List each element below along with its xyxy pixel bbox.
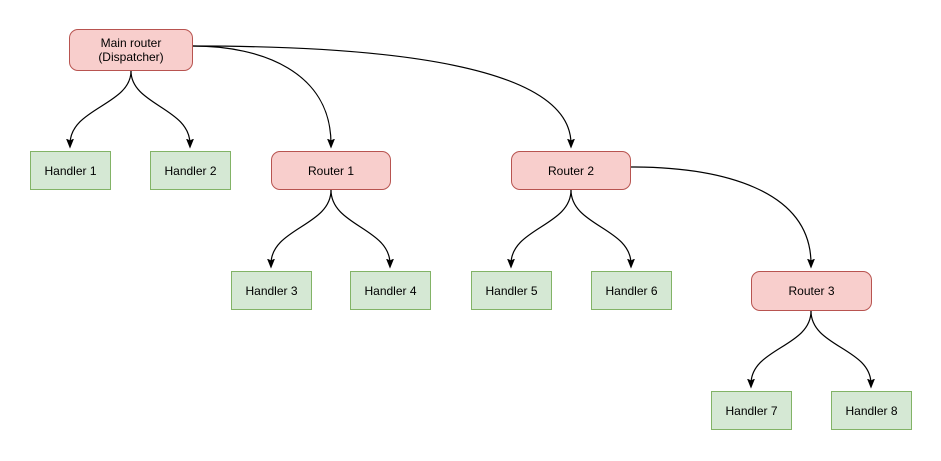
node-label-router-2: Router 2 — [547, 163, 595, 178]
node-label-handler-7: Handler 7 — [725, 403, 778, 418]
node-label-main-router: Main router (Dispatcher) — [98, 36, 164, 64]
node-handler-5[interactable]: Handler 5 — [471, 271, 552, 310]
node-router-3[interactable]: Router 3 — [751, 271, 872, 311]
edge-router-3-to-handler-7[interactable] — [751, 310, 812, 384]
edge-router-1-to-handler-4[interactable] — [330, 189, 390, 264]
node-label-handler-8: Handler 8 — [845, 403, 898, 418]
node-label-handler-4: Handler 4 — [364, 283, 417, 298]
edge-router-2-to-handler-6[interactable] — [570, 189, 631, 264]
edge-router-2-to-handler-5[interactable] — [511, 189, 572, 264]
edge-main-router-to-handler-2[interactable] — [130, 70, 190, 144]
edge-main-router-to-router-1[interactable] — [192, 45, 331, 144]
node-label-handler-5: Handler 5 — [485, 283, 538, 298]
node-handler-2[interactable]: Handler 2 — [150, 151, 231, 190]
node-handler-1[interactable]: Handler 1 — [30, 151, 111, 190]
node-label-handler-6: Handler 6 — [605, 283, 658, 298]
node-router-1[interactable]: Router 1 — [271, 151, 391, 190]
edge-router-2-to-router-3[interactable] — [630, 166, 811, 264]
node-handler-4[interactable]: Handler 4 — [350, 271, 431, 310]
node-main-router[interactable]: Main router (Dispatcher) — [69, 29, 193, 71]
node-handler-8[interactable]: Handler 8 — [831, 391, 912, 430]
edge-router-1-to-handler-3[interactable] — [271, 189, 332, 264]
node-label-handler-1: Handler 1 — [44, 163, 97, 178]
node-label-router-1: Router 1 — [307, 163, 355, 178]
node-handler-3[interactable]: Handler 3 — [231, 271, 312, 310]
node-label-handler-2: Handler 2 — [164, 163, 217, 178]
edge-main-router-to-router-2[interactable] — [192, 45, 571, 144]
edge-router-3-to-handler-8[interactable] — [810, 310, 871, 384]
edges-group — [70, 45, 871, 384]
node-router-2[interactable]: Router 2 — [511, 151, 631, 190]
node-label-handler-3: Handler 3 — [245, 283, 298, 298]
node-handler-7[interactable]: Handler 7 — [711, 391, 792, 430]
edge-main-router-to-handler-1[interactable] — [70, 70, 132, 144]
node-handler-6[interactable]: Handler 6 — [591, 271, 672, 310]
node-label-router-3: Router 3 — [788, 284, 835, 298]
